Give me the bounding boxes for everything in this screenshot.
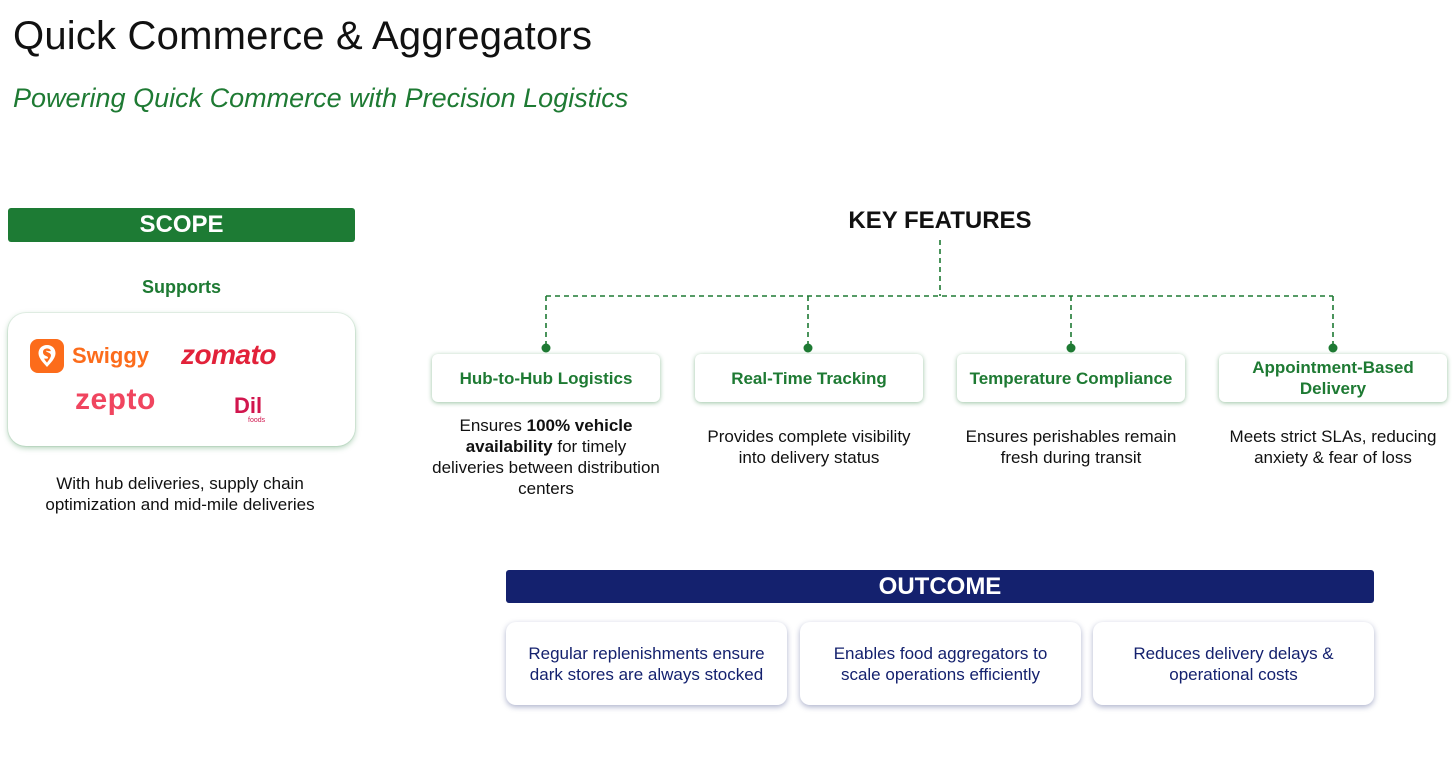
scope-heading: SCOPE	[8, 208, 355, 242]
feature-title: Appointment-Based Delivery	[1252, 358, 1414, 398]
connector-dot-4	[1328, 343, 1338, 353]
page-title: Quick Commerce & Aggregators	[13, 14, 593, 58]
outcome-card-replenishment: Regular replenishments ensure dark store…	[506, 622, 787, 705]
zepto-logo: zepto	[75, 383, 156, 416]
feature-desc-real-time-tracking: Provides complete visibility into delive…	[707, 427, 911, 467]
partner-logos-card: Swiggy zomato zepto Dil foods	[8, 313, 355, 446]
outcome-heading: OUTCOME	[506, 570, 1374, 603]
feature-card-temperature-compliance: Temperature Compliance	[957, 354, 1185, 402]
swiggy-pin-icon	[30, 339, 64, 373]
dil-foods-sublabel: foods	[248, 417, 266, 424]
scope-description: With hub deliveries, supply chain optimi…	[45, 474, 315, 514]
swiggy-wordmark: Swiggy	[72, 343, 150, 368]
feature-desc-prefix: Ensures	[459, 416, 527, 435]
outcome-card-reduce-delays: Reduces delivery delays & operational co…	[1093, 622, 1374, 705]
feature-title: Real-Time Tracking	[731, 368, 887, 388]
feature-desc-temperature-compliance: Ensures perishables remain fresh during …	[965, 427, 1177, 467]
feature-card-real-time-tracking: Real-Time Tracking	[695, 354, 923, 402]
feature-card-appointment-delivery: Appointment-Based Delivery	[1219, 354, 1447, 402]
feature-card-hub-to-hub: Hub-to-Hub Logistics	[432, 354, 660, 402]
outcome-card-scale-operations: Enables food aggregators to scale operat…	[800, 622, 1081, 705]
connector-dot-2	[803, 343, 813, 353]
feature-desc-hub-to-hub: Ensures 100% vehicle availability for ti…	[432, 415, 660, 499]
feature-desc-suffix: for timely deliveries between distributi…	[432, 437, 660, 498]
feature-desc-appointment-delivery: Meets strict SLAs, reducing anxiety & fe…	[1229, 427, 1437, 467]
zomato-logo: zomato	[181, 339, 277, 370]
connector-dot-1	[541, 343, 551, 353]
supports-label: Supports	[142, 277, 221, 297]
swiggy-logo: Swiggy	[30, 339, 149, 373]
feature-title: Hub-to-Hub Logistics	[459, 368, 633, 388]
feature-title: Temperature Compliance	[969, 368, 1173, 388]
dil-foods-logo: Dil	[234, 393, 263, 418]
page-subtitle: Powering Quick Commerce with Precision L…	[13, 83, 629, 113]
key-features-heading: KEY FEATURES	[848, 207, 1032, 234]
feature-desc-highlight: 100% vehicle availability	[465, 416, 633, 456]
connector-dot-3	[1066, 343, 1076, 353]
